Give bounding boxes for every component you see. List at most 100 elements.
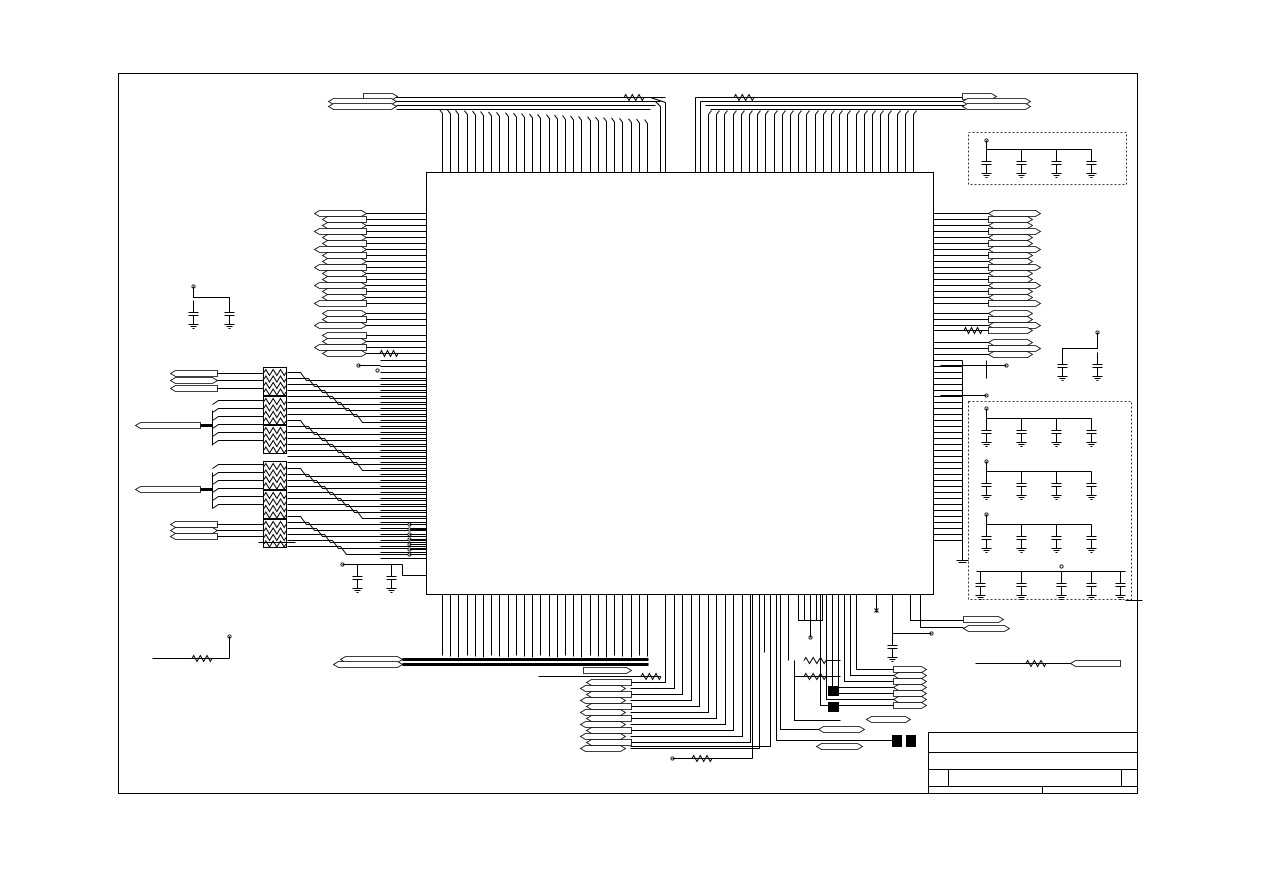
- net-port-tag[interactable]: [987, 222, 1034, 229]
- resistor[interactable]: [263, 498, 287, 506]
- net-port-tag[interactable]: [585, 703, 632, 710]
- net-port-tag[interactable]: [893, 690, 928, 697]
- filled-pad[interactable]: [906, 735, 916, 747]
- net-port-tag[interactable]: [988, 345, 1042, 352]
- net-port-tag[interactable]: [579, 721, 627, 728]
- net-port-tag[interactable]: [893, 702, 928, 709]
- net-port-tag[interactable]: [987, 310, 1034, 317]
- net-port-tag[interactable]: [963, 616, 1005, 623]
- net-port-tag[interactable]: [962, 625, 1011, 632]
- net-port-tag[interactable]: [321, 252, 367, 259]
- net-port-tag[interactable]: [988, 264, 1042, 271]
- resistor[interactable]: [379, 349, 399, 358]
- net-port-tag[interactable]: [987, 294, 1034, 301]
- net-port-tag[interactable]: [169, 527, 219, 534]
- resistor[interactable]: [263, 482, 287, 490]
- resistor[interactable]: [263, 446, 287, 454]
- net-port-tag[interactable]: [313, 264, 367, 271]
- resistor[interactable]: [263, 439, 287, 448]
- resistor[interactable]: [263, 469, 287, 477]
- net-port-tag[interactable]: [585, 727, 632, 734]
- net-port-tag[interactable]: [987, 339, 1034, 346]
- net-port-tag[interactable]: [313, 300, 367, 307]
- net-port-tag[interactable]: [321, 222, 368, 229]
- resistor[interactable]: [263, 475, 287, 484]
- resistor[interactable]: [803, 672, 827, 681]
- resistor[interactable]: [963, 326, 983, 335]
- net-port-tag[interactable]: [313, 228, 367, 235]
- resistor[interactable]: [263, 388, 287, 396]
- net-port-tag[interactable]: [321, 234, 368, 241]
- resistor[interactable]: [263, 533, 287, 542]
- net-port-tag[interactable]: [321, 288, 367, 295]
- resistor[interactable]: [263, 404, 287, 412]
- net-port-tag[interactable]: [988, 288, 1034, 295]
- net-port-tag[interactable]: [988, 228, 1042, 235]
- net-port-tag[interactable]: [987, 246, 1042, 253]
- net-port-tag[interactable]: [893, 678, 928, 685]
- net-port-tag[interactable]: [893, 666, 928, 673]
- main-ic-chip[interactable]: [426, 172, 934, 595]
- net-port-tag[interactable]: [134, 422, 201, 429]
- net-port-tag[interactable]: [321, 294, 368, 301]
- net-port-tag[interactable]: [585, 739, 632, 746]
- net-port-tag[interactable]: [321, 350, 368, 357]
- net-port-tag[interactable]: [815, 743, 864, 750]
- net-port-tag[interactable]: [313, 282, 368, 289]
- net-port-tag[interactable]: [321, 216, 367, 223]
- filled-pad[interactable]: [828, 686, 839, 696]
- net-port-tag[interactable]: [892, 672, 928, 679]
- net-port-tag[interactable]: [169, 521, 218, 528]
- net-port-tag[interactable]: [134, 486, 201, 493]
- net-port-tag[interactable]: [987, 234, 1034, 241]
- resistor[interactable]: [263, 462, 287, 471]
- resistor[interactable]: [263, 410, 287, 419]
- resistor[interactable]: [263, 381, 287, 390]
- net-port-tag[interactable]: [988, 327, 1034, 334]
- net-port-tag[interactable]: [817, 726, 866, 733]
- net-port-tag[interactable]: [892, 684, 928, 691]
- net-port-tag[interactable]: [579, 709, 627, 716]
- net-port-tag[interactable]: [987, 270, 1034, 277]
- resistor[interactable]: [640, 672, 662, 681]
- filled-pad[interactable]: [892, 735, 902, 747]
- net-port-tag[interactable]: [321, 276, 367, 283]
- net-port-tag[interactable]: [321, 240, 367, 247]
- net-port-tag[interactable]: [313, 322, 368, 329]
- net-port-tag[interactable]: [579, 733, 627, 740]
- net-port-tag[interactable]: [892, 696, 928, 703]
- net-port-tag[interactable]: [313, 344, 367, 351]
- resistor[interactable]: [263, 527, 287, 535]
- resistor[interactable]: [263, 504, 287, 513]
- resistor[interactable]: [263, 511, 287, 519]
- net-port-tag[interactable]: [321, 270, 368, 277]
- net-port-tag[interactable]: [321, 258, 368, 265]
- net-port-tag[interactable]: [987, 258, 1034, 265]
- net-port-tag[interactable]: [585, 679, 632, 686]
- resistor[interactable]: [263, 368, 287, 377]
- net-port-tag[interactable]: [988, 240, 1034, 247]
- net-port-tag[interactable]: [988, 300, 1042, 307]
- net-port-tag[interactable]: [987, 210, 1042, 217]
- resistor[interactable]: [263, 426, 287, 435]
- net-port-tag[interactable]: [169, 533, 218, 540]
- net-port-tag[interactable]: [313, 246, 368, 253]
- net-port-tag[interactable]: [585, 691, 632, 698]
- net-port-tag[interactable]: [579, 685, 627, 692]
- net-port-tag[interactable]: [988, 252, 1034, 259]
- net-port-tag[interactable]: [987, 351, 1034, 358]
- resistor[interactable]: [733, 93, 755, 102]
- net-port-tag[interactable]: [313, 210, 368, 217]
- resistor[interactable]: [263, 520, 287, 529]
- net-port-tag[interactable]: [865, 716, 912, 723]
- net-port-tag[interactable]: [321, 316, 367, 323]
- net-port-tag[interactable]: [321, 310, 368, 317]
- net-port-tag[interactable]: [321, 332, 367, 339]
- net-port-tag[interactable]: [327, 103, 398, 110]
- net-port-tag[interactable]: [988, 216, 1034, 223]
- resistor[interactable]: [263, 433, 287, 441]
- net-port-tag[interactable]: [169, 370, 218, 377]
- net-port-tag[interactable]: [579, 745, 627, 752]
- net-port-tag[interactable]: [169, 377, 219, 384]
- net-port-tag[interactable]: [583, 667, 633, 674]
